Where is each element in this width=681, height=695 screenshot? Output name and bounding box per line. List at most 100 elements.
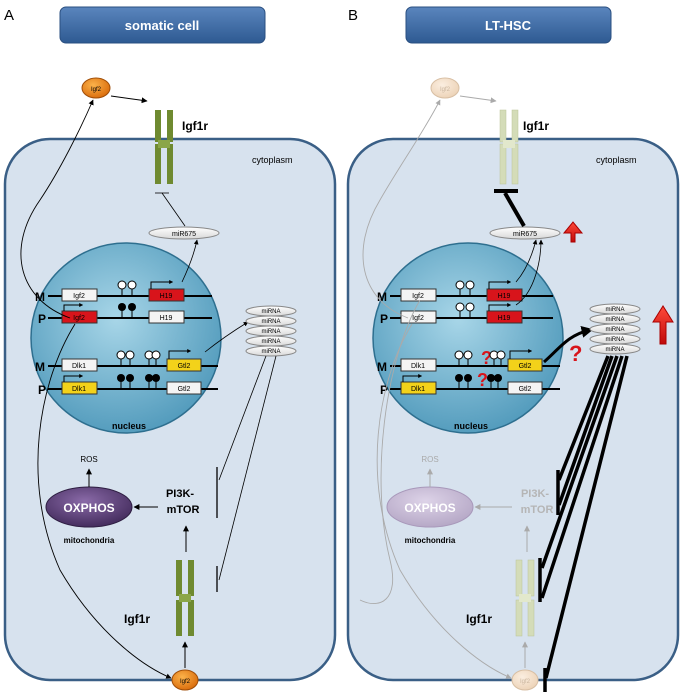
gene-p-gtl2-b-label: Gtl2 (519, 386, 532, 393)
igf2-ligand-top-b (430, 77, 460, 99)
mirna-stack: miRNA miRNA miRNA miRNA miRNA (245, 305, 297, 357)
igf1r-receptor-bottom (176, 560, 194, 636)
gene-m-gtl2 (166, 358, 202, 372)
nucleus (30, 242, 222, 434)
gene-m-h19-b-label: H19 (498, 293, 511, 300)
allele-p-2-b: P (380, 383, 388, 397)
gene-m-igf2-b (400, 288, 437, 302)
ros-label: ROS (80, 455, 97, 464)
allele-m-1-b: M (377, 290, 387, 304)
nucleus-label-b: nucleus (454, 421, 488, 431)
gene-m-h19-b (486, 288, 523, 302)
mirna-label-1: miRNA (262, 309, 281, 315)
igf1r-top-label-b: Igf1r (523, 119, 549, 133)
gene-m-dlk1-label: Dlk1 (72, 363, 86, 370)
question-mark-3: ? (569, 341, 582, 366)
question-mark-1: ? (481, 348, 492, 368)
igf2-ligand-bottom-b (511, 669, 539, 691)
mirna-label-4: miRNA (262, 339, 281, 345)
pi3k-label-b: PI3K- (521, 488, 549, 500)
igf2-ligand-bottom-b-label: Igf2 (520, 679, 531, 685)
mir675-label-b: miR675 (513, 231, 537, 238)
gene-p-gtl2-label: Gtl2 (178, 386, 191, 393)
mirna-label-5: miRNA (262, 349, 281, 355)
igf1r-bottom-label: Igf1r (124, 612, 150, 626)
gene-p-h19-b (486, 310, 523, 324)
gene-p-h19-label: H19 (160, 315, 173, 322)
mirna-label-5-b: miRNA (606, 347, 625, 353)
panel-b-header (405, 6, 612, 44)
gene-m-h19 (148, 288, 185, 302)
gene-p-dlk1-b-label: Dlk1 (411, 386, 425, 393)
gene-p-h19 (148, 310, 185, 324)
allele-m-2: M (35, 360, 45, 374)
igf1r-bottom-label-b: Igf1r (466, 612, 492, 626)
nucleus-label: nucleus (112, 421, 146, 431)
panel-a-header (59, 6, 266, 44)
mirna-stack-b: miRNA miRNA miRNA miRNA miRNA (589, 303, 641, 355)
nucleus-b (372, 242, 564, 434)
pi3k-label: PI3K- (166, 488, 194, 500)
gene-m-igf2 (61, 288, 98, 302)
mtor-label-b: mTOR (521, 504, 554, 516)
mirna-up-arrow (652, 305, 674, 345)
gene-p-dlk1 (61, 381, 98, 395)
panel-b-letter: B (348, 7, 358, 24)
gene-p-igf2-label: Igf2 (73, 315, 85, 322)
gene-p-h19-b-label: H19 (498, 315, 511, 322)
mirna-label-3: miRNA (262, 329, 281, 335)
gene-m-dlk1-b-label: Dlk1 (411, 363, 425, 370)
allele-p-1: P (38, 312, 46, 326)
allele-m-2-b: M (377, 360, 387, 374)
ros-label-b: ROS (421, 455, 438, 464)
gene-m-dlk1-b (400, 358, 437, 372)
igf1r-receptor-bottom-b (515, 559, 535, 637)
mir675-up-arrow (562, 221, 584, 243)
mirna-label-2: miRNA (262, 319, 281, 325)
gene-p-dlk1-label: Dlk1 (72, 386, 86, 393)
igf2-ligand-bottom-label: Igf2 (180, 679, 191, 685)
igf1r-top-label: Igf1r (182, 119, 208, 133)
allele-p-1-b: P (380, 312, 388, 326)
panel-a: A somatic cell cytoplasm Igf2 Igf1r miR6… (3, 6, 337, 691)
gene-p-igf2-b-label: Igf2 (412, 315, 424, 322)
panel-a-title: somatic cell (125, 18, 199, 33)
gene-m-gtl2-b (507, 358, 543, 372)
allele-p-2: P (38, 383, 46, 397)
gene-p-igf2 (61, 310, 98, 324)
mirna-label-3-b: miRNA (606, 327, 625, 333)
question-mark-2: ? (477, 370, 488, 390)
panel-b-title: LT-HSC (485, 18, 532, 33)
mir675-pill (148, 226, 220, 240)
mitochondria-label-b: mitochondria (405, 536, 456, 545)
gene-m-h19-label: H19 (160, 293, 173, 300)
gene-m-igf2-b-label: Igf2 (412, 293, 424, 300)
mitochondria-label: mitochondria (64, 536, 115, 545)
gene-m-dlk1 (61, 358, 98, 372)
gene-p-gtl2 (166, 381, 202, 395)
mir675-label: miR675 (172, 231, 196, 238)
gene-m-igf2-label: Igf2 (73, 293, 85, 300)
gene-p-gtl2-b (507, 381, 543, 395)
gene-m-gtl2-b-label: Gtl2 (519, 363, 532, 370)
cytoplasm-label: cytoplasm (252, 155, 293, 165)
igf2-ligand-top (81, 77, 111, 99)
oxphos-label: OXPHOS (63, 501, 114, 515)
panel-b: B LT-HSC cytoplasm Igf2 Igf1r miR675 nuc… (346, 6, 680, 692)
mirna-label-1-b: miRNA (606, 307, 625, 313)
mirna-label-4-b: miRNA (606, 337, 625, 343)
mtor-label: mTOR (167, 504, 200, 516)
igf1r-receptor-top-b (499, 109, 519, 185)
igf2-ligand-bottom (171, 669, 199, 691)
gene-p-dlk1-b (400, 381, 437, 395)
mir675-pill-b (489, 226, 561, 240)
allele-m-1: M (35, 290, 45, 304)
cytoplasm-label-b: cytoplasm (596, 155, 637, 165)
gene-m-gtl2-label: Gtl2 (178, 363, 191, 370)
igf2-ligand-top-label: Igf2 (91, 87, 102, 93)
oxphos-label-b: OXPHOS (404, 501, 455, 515)
panel-a-letter: A (4, 7, 14, 24)
mirna-label-2-b: miRNA (606, 317, 625, 323)
igf1r-receptor-top (155, 110, 173, 184)
